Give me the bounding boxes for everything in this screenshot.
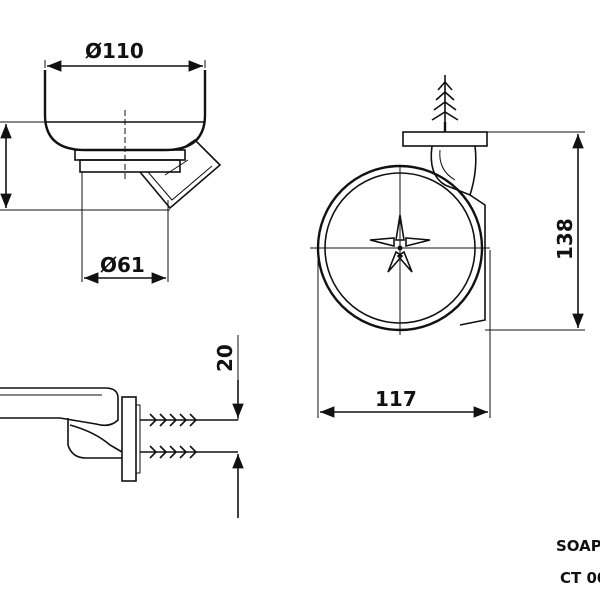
dim-top-diameter: Ø110 <box>85 39 144 63</box>
title-block: SOAP CT 00 <box>556 537 600 587</box>
front-view: Ø110 Ø61 <box>0 39 222 284</box>
title-line-1: SOAP <box>556 537 600 555</box>
dim-depth: 20 <box>213 344 237 372</box>
top-view: 20 <box>0 335 244 518</box>
wall-plug <box>431 75 459 132</box>
dim-base-diameter: Ø61 <box>100 253 145 277</box>
wall-screws <box>140 413 238 459</box>
title-line-2: CT 00 <box>560 569 600 587</box>
side-view: 138 117 <box>310 75 585 418</box>
dim-height: 138 <box>553 218 577 260</box>
drain-star <box>369 214 431 273</box>
dim-width: 117 <box>375 387 417 411</box>
